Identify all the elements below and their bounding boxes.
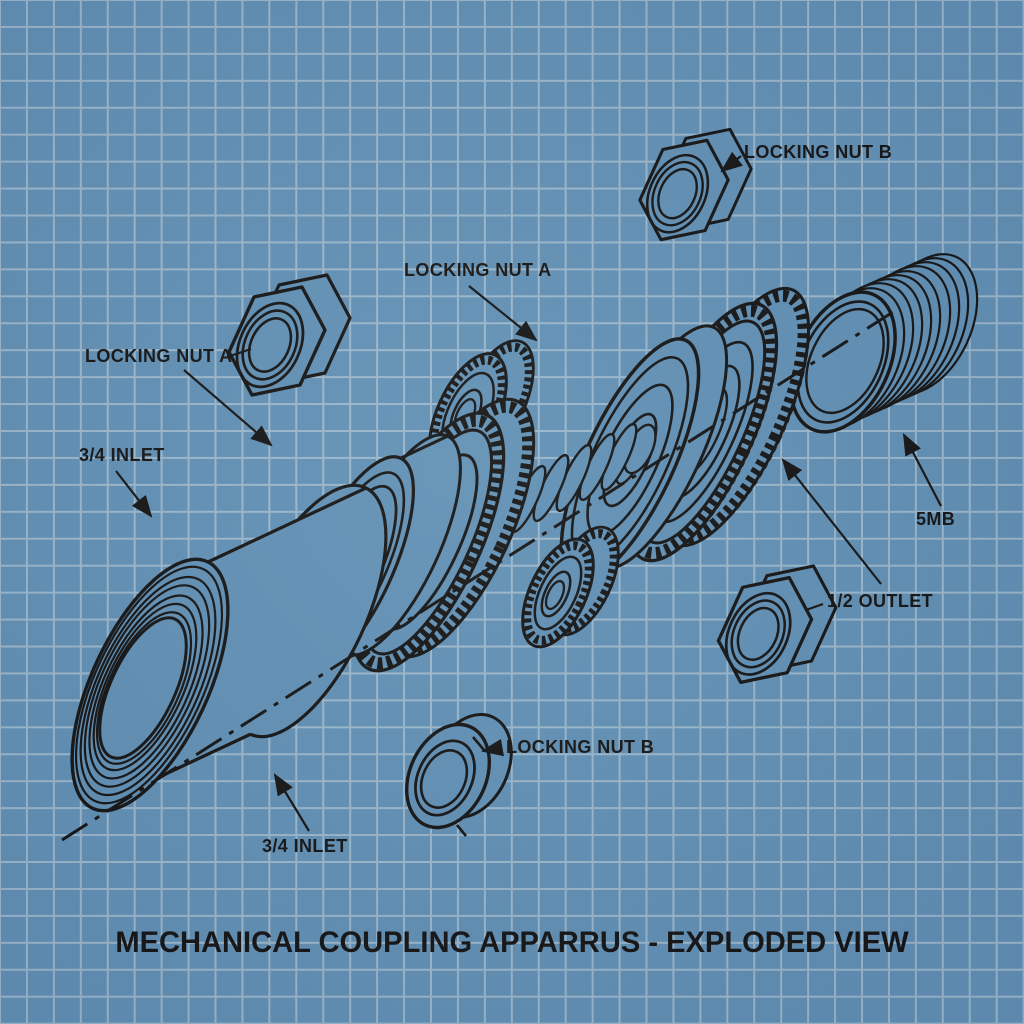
arrow-locking-nut-a-left [183, 369, 273, 447]
arrow-locking-nut-b-top [720, 151, 743, 173]
arrow-locking-nut-a-top [468, 285, 538, 342]
part-hex-nut-right [712, 564, 838, 687]
arrow-inlet-upper [115, 470, 153, 518]
centerline [61, 310, 894, 842]
callout-arrows [115, 151, 942, 832]
leader-outlet [805, 602, 824, 612]
label-inlet-upper: 3/4 INLET [79, 445, 165, 465]
label-locking-nut-a-top: LOCKING NUT A [404, 260, 552, 280]
label-inlet-lower: 3/4 INLET [262, 836, 348, 856]
part-threaded-bushing-5mb [789, 253, 979, 434]
arrow-locking-nut-b-bottom [480, 738, 505, 757]
label-smb: 5MB [916, 509, 956, 529]
part-hex-nut-top-right [633, 127, 753, 244]
arrow-outlet [781, 458, 882, 585]
leader-locking-nut-a-left [226, 347, 252, 359]
arrow-smb [902, 433, 942, 507]
part-inlet-coupling [70, 483, 388, 813]
diagram-title: MECHANICAL COUPLING APPARRUS - EXPLODED … [115, 926, 909, 959]
label-locking-nut-a-left: LOCKING NUT A [85, 346, 233, 366]
label-locking-nut-b-top: LOCKING NUT B [744, 142, 893, 162]
arrow-inlet-lower [273, 773, 310, 832]
label-outlet: 1/2 OUTLET [827, 591, 934, 611]
part-ring-nut-bottom [404, 712, 513, 837]
part-hex-nut-left [222, 273, 352, 400]
part-lower-spur-gear [521, 525, 620, 649]
label-locking-nut-b-bottom: LOCKING NUT B [506, 737, 655, 757]
